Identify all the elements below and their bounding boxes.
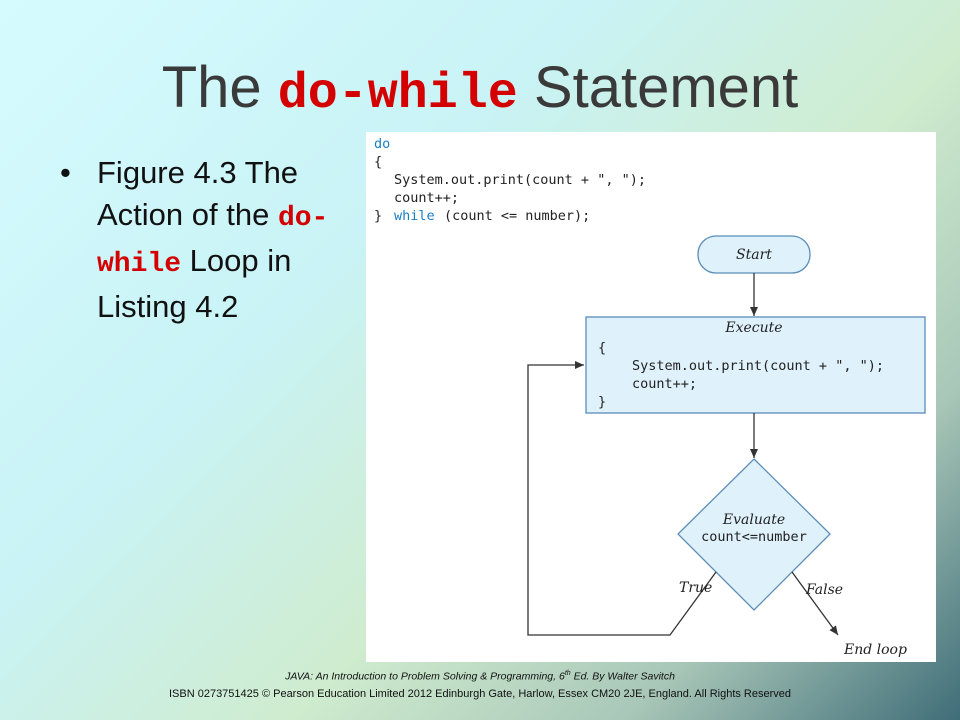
title-suffix: Statement	[517, 55, 799, 120]
end-loop-label: End loop	[843, 642, 907, 658]
execute-close-brace: }	[598, 394, 606, 410]
code-print-line: System.out.print(count + ", ");	[394, 172, 646, 188]
bullet-text-part1: Figure 4.3 The Action of the	[97, 155, 299, 232]
bullet-text: Figure 4.3 The Action of the do-while Lo…	[97, 152, 350, 328]
slide-title: The do-while Statement	[0, 54, 960, 123]
code-increment-line: count++;	[394, 190, 459, 206]
code-do: do	[374, 136, 390, 152]
bullet-text-part2: Loop in Listing 4.2	[97, 243, 292, 324]
code-while-condition: (count <= number);	[444, 208, 590, 224]
evaluate-diamond	[677, 458, 831, 611]
execute-title: Execute	[724, 320, 782, 336]
start-label: Start	[736, 247, 772, 263]
execute-print-line: System.out.print(count + ", ");	[632, 358, 884, 374]
bullet-item: • Figure 4.3 The Action of the do-while …	[60, 152, 350, 328]
execute-increment-line: count++;	[632, 376, 697, 392]
arrow-false-to-end	[791, 571, 839, 636]
bullet-marker: •	[60, 155, 71, 190]
footer-edition-sup: th	[564, 670, 571, 677]
footer-title-part1: JAVA: An Introduction to Problem Solving…	[285, 670, 565, 683]
false-label: False	[805, 582, 843, 598]
execute-open-brace: {	[598, 340, 606, 356]
arrow-true-loop-back	[527, 361, 717, 636]
evaluate-title: Evaluate	[722, 512, 785, 528]
flowchart-diagram: do { System.out.print(count + ", "); cou…	[374, 136, 926, 658]
code-while-keyword: while	[394, 208, 435, 224]
footer-copyright: ISBN 0273751425 © Pearson Education Limi…	[168, 688, 792, 700]
title-prefix: The	[161, 55, 278, 120]
bullet-code: do-while	[97, 203, 329, 280]
code-close-brace: }	[374, 208, 382, 224]
execute-box	[585, 316, 926, 414]
title-code: do-while	[277, 66, 518, 123]
figure-panel: do { System.out.print(count + ", "); cou…	[366, 132, 936, 662]
true-label: True	[679, 580, 712, 596]
footer-title-part2: Ed. By Walter Savitch	[570, 670, 675, 683]
footer-book-title: JAVA: An Introduction to Problem Solving…	[0, 670, 960, 683]
evaluate-expression: count<=number	[701, 529, 807, 545]
code-open-brace: {	[374, 154, 382, 170]
